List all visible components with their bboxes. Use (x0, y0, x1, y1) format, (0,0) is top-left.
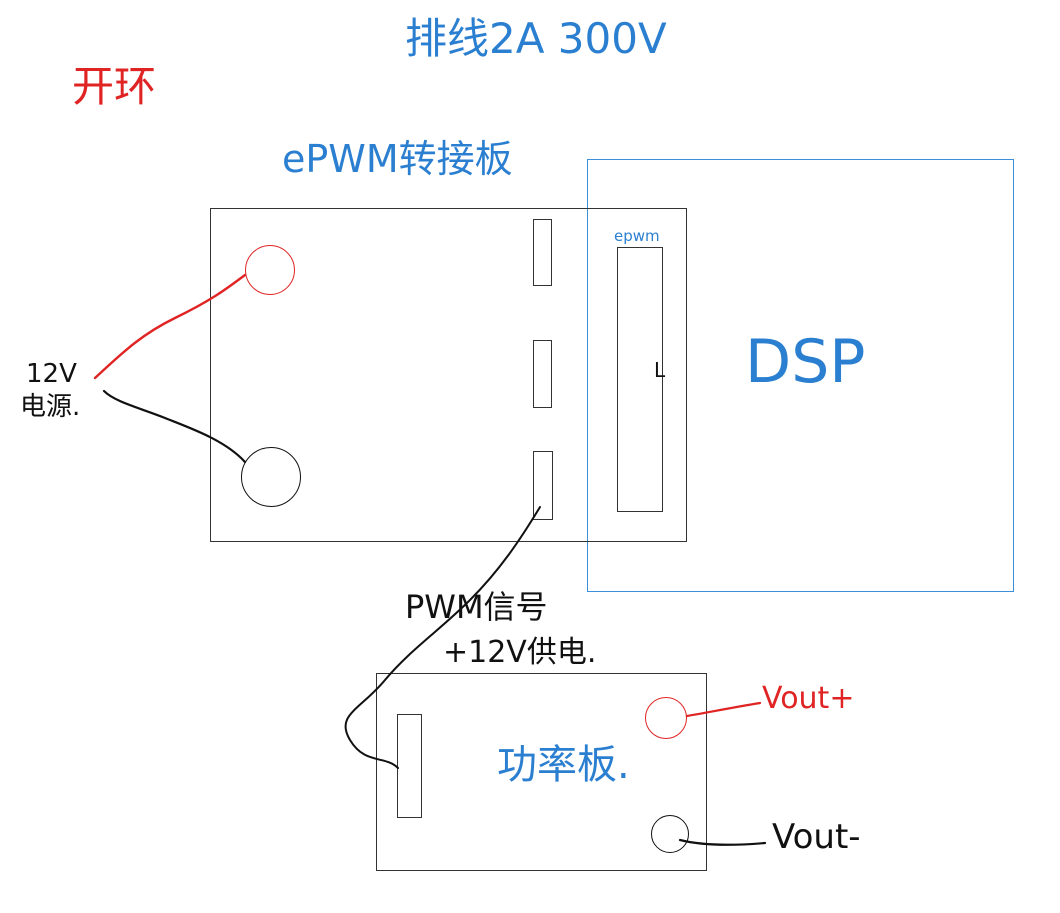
dsp-label: DSP (745, 327, 866, 397)
vout-positive-terminal (645, 697, 687, 739)
vout-negative-label: Vout- (772, 817, 861, 857)
open-loop-label: 开环 (72, 62, 157, 111)
power-board-title: 功率板. (497, 742, 630, 788)
supply-12v-label: +12V供电. (443, 635, 597, 670)
positive-terminal (245, 245, 295, 295)
dsp-board (587, 159, 1014, 592)
black-supply-wire (102, 389, 247, 464)
vout-negative-wire (678, 838, 767, 846)
power-board-slot (397, 714, 422, 818)
epwm-board-title: ePWM转接板 (282, 137, 513, 181)
adapter-slot-bottom (533, 451, 553, 520)
vout-negative-terminal (651, 815, 689, 853)
power-board (376, 673, 707, 871)
pwm-ribbon-wire (344, 506, 541, 769)
vout-positive-label: Vout+ (762, 681, 855, 716)
connector-pin-mark: L (654, 358, 666, 382)
red-supply-wire (93, 273, 247, 380)
vout-positive-wire (685, 701, 762, 718)
supply-name-label: 电源. (20, 392, 81, 422)
epwm-adapter-board (210, 208, 687, 542)
supply-voltage-label: 12V (26, 359, 77, 389)
epwm-connector-label: epwm (614, 227, 660, 245)
adapter-slot-middle (533, 340, 552, 408)
ribbon-spec-title: 排线2A 300V (405, 14, 667, 63)
pwm-signal-label: PWM信号 (405, 588, 548, 626)
negative-terminal (241, 447, 301, 507)
epwm-connector (617, 247, 663, 512)
adapter-slot-top (533, 219, 552, 286)
